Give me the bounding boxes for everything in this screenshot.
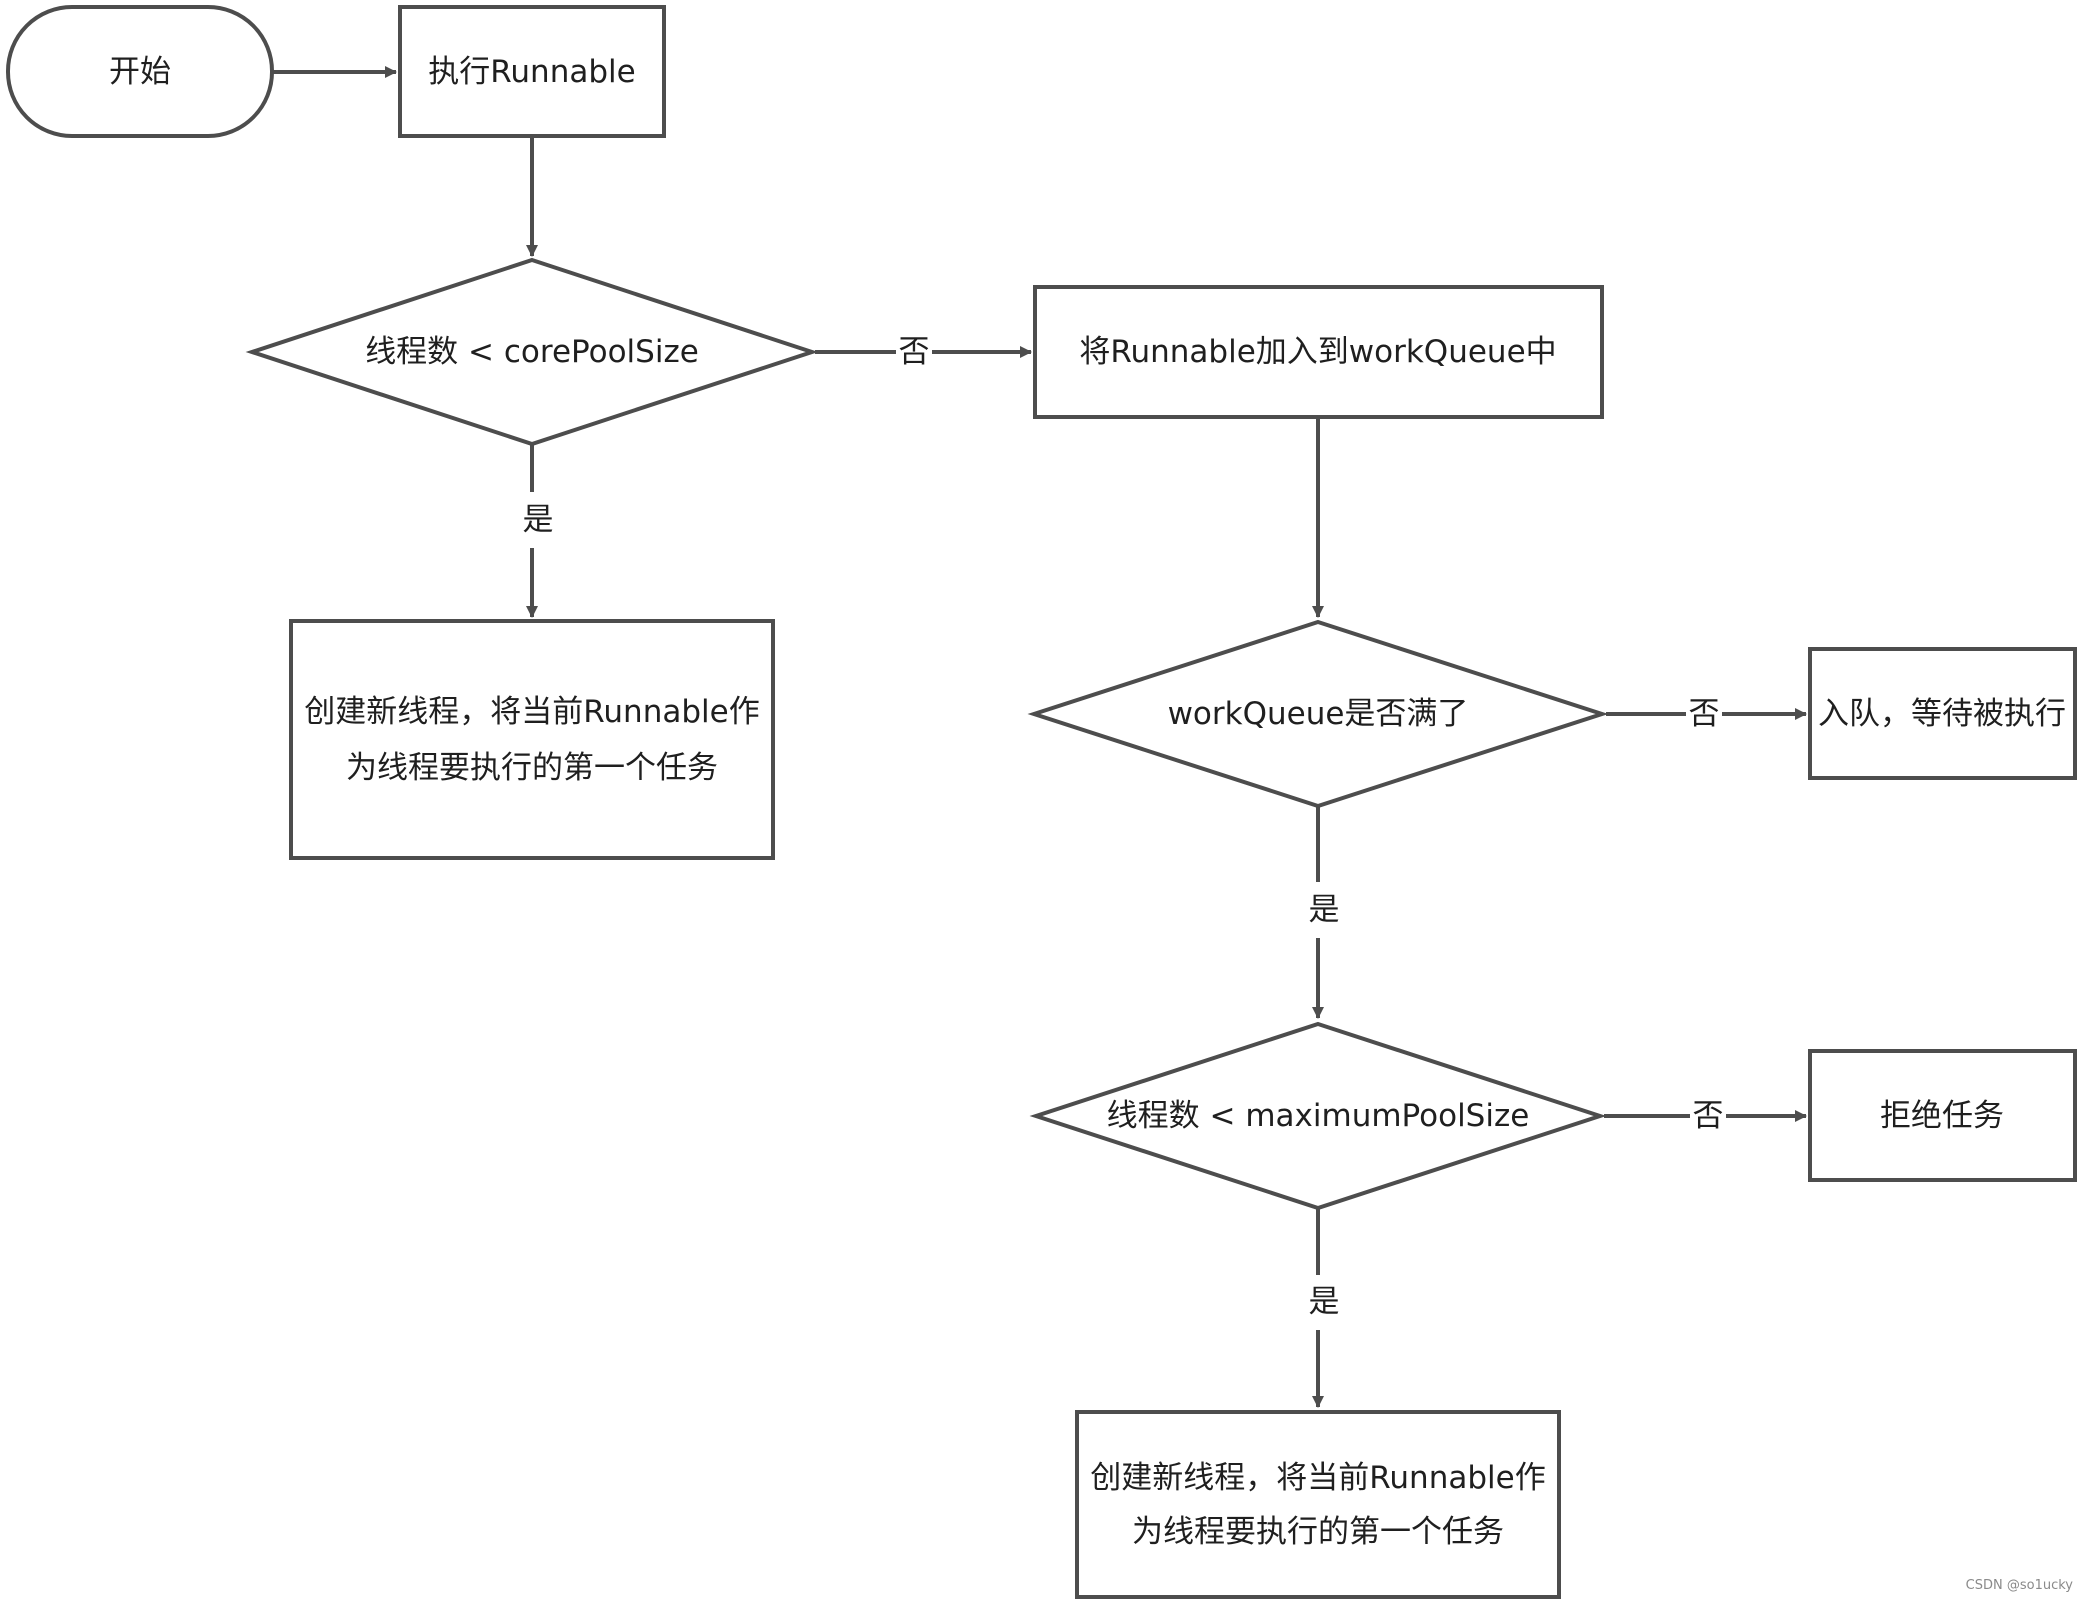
node-reject-task-label: 拒绝任务 [1880, 1098, 2004, 1134]
node-core-pool-check: 线程数 < corePoolSize [245, 257, 819, 447]
node-add-to-work-queue-label: 将Runnable加入到workQueue中 [1079, 334, 1556, 370]
node-execute-runnable: 执行Runnable [398, 5, 666, 138]
edge-label-core-yes: 是 [523, 502, 554, 538]
node-start: 开始 [6, 5, 274, 138]
node-queue-full-check: workQueue是否满了 [1027, 619, 1609, 809]
node-execute-runnable-label: 执行Runnable [428, 54, 635, 90]
node-enqueue-wait-label: 入队，等待被执行 [1818, 696, 2066, 732]
edge-label-max-yes: 是 [1309, 1284, 1340, 1320]
edge-label-core-no: 否 [899, 334, 930, 370]
watermark-text: CSDN @so1ucky [1966, 1578, 2074, 1593]
node-create-core-thread-line1: 创建新线程，将当前Runnable作 [304, 694, 759, 730]
node-max-pool-check: 线程数 < maximumPoolSize [1029, 1021, 1607, 1211]
node-create-max-thread-line1: 创建新线程，将当前Runnable作 [1090, 1460, 1545, 1496]
edges [272, 66, 1807, 1408]
edge-label-queue-no: 否 [1689, 696, 1720, 732]
node-create-core-thread-line2: 为线程要执行的第一个任务 [346, 750, 718, 786]
node-queue-full-check-label: workQueue是否满了 [1168, 696, 1469, 732]
edge-label-max-no: 否 [1693, 1098, 1724, 1134]
edge-label-queue-yes: 是 [1309, 892, 1340, 928]
node-core-pool-check-label: 线程数 < corePoolSize [365, 334, 699, 370]
node-create-max-thread-line2: 为线程要执行的第一个任务 [1132, 1514, 1504, 1550]
node-create-max-thread: 创建新线程，将当前Runnable作 为线程要执行的第一个任务 [1075, 1410, 1561, 1599]
node-start-label: 开始 [109, 54, 171, 90]
edge-labels: 否 是 否 是 否 是 [523, 334, 1724, 1320]
node-reject-task: 拒绝任务 [1808, 1049, 2077, 1182]
node-create-core-thread: 创建新线程，将当前Runnable作 为线程要执行的第一个任务 [289, 619, 775, 860]
node-max-pool-check-label: 线程数 < maximumPoolSize [1107, 1098, 1530, 1134]
node-enqueue-wait: 入队，等待被执行 [1808, 647, 2077, 780]
node-add-to-work-queue: 将Runnable加入到workQueue中 [1033, 285, 1604, 419]
